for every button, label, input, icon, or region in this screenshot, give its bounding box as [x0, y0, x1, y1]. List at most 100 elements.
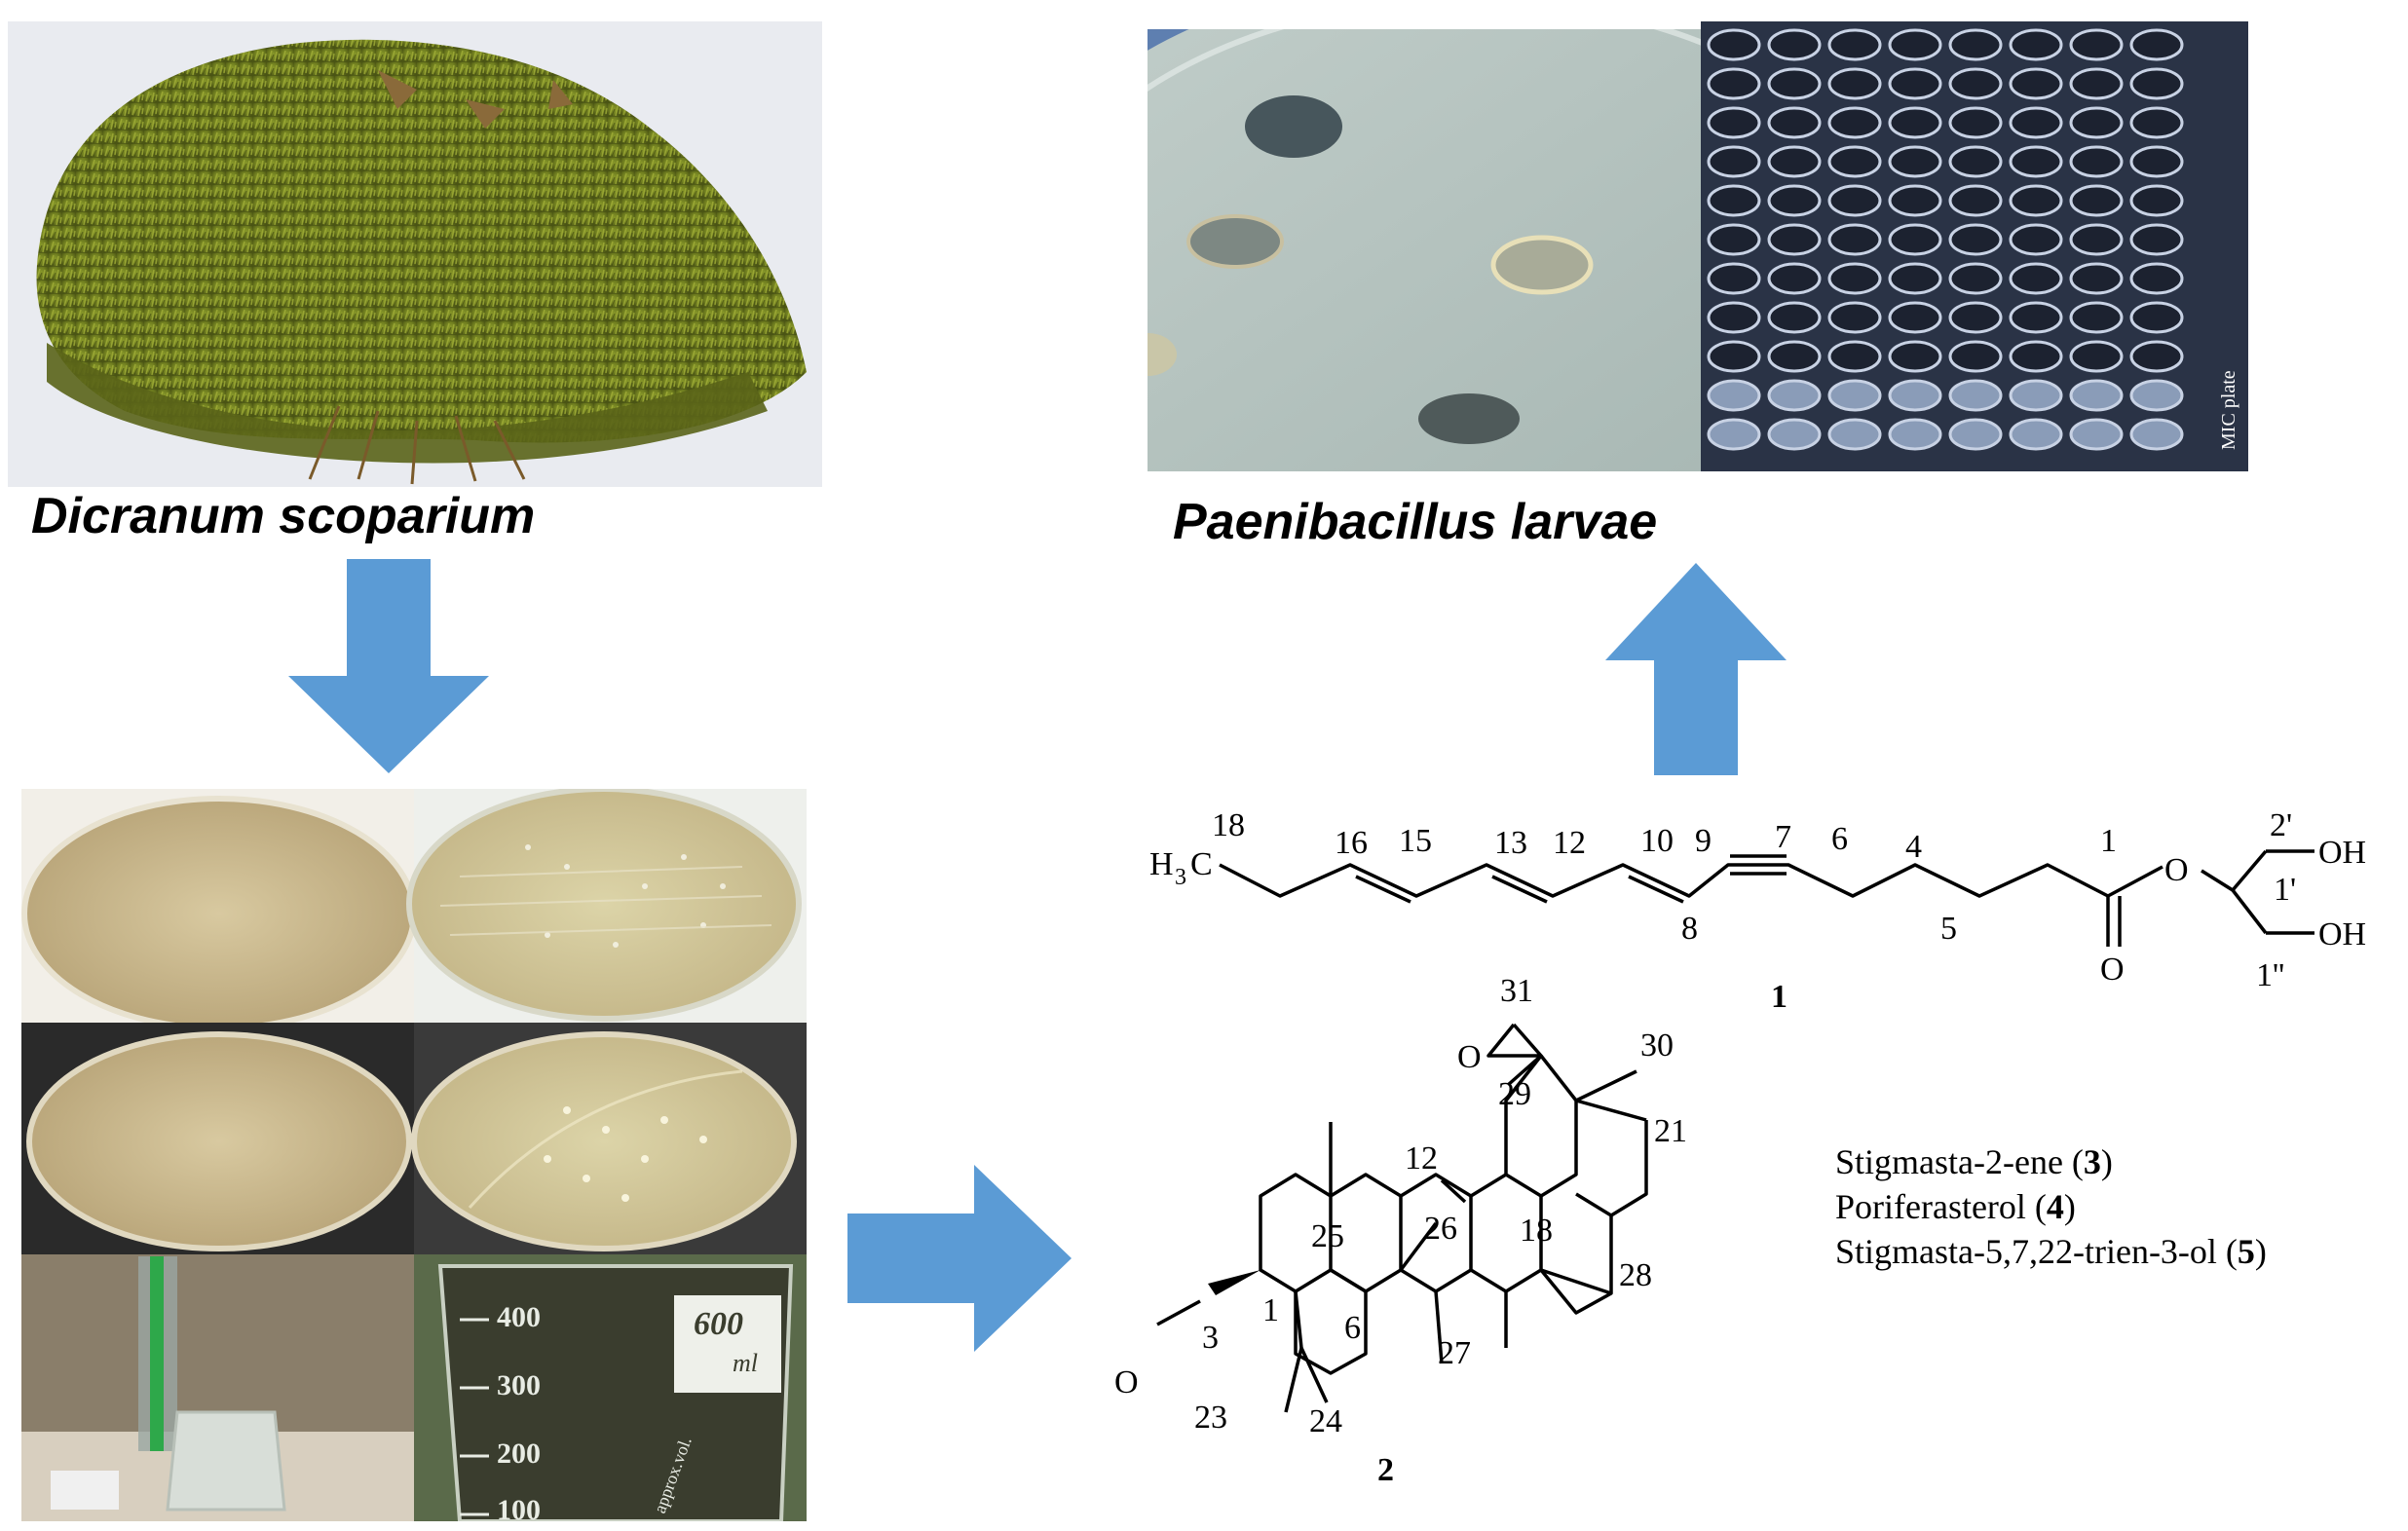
- microplate-well: [2069, 379, 2124, 412]
- beaker-unit: ml: [733, 1349, 758, 1377]
- microplate-well: [2129, 184, 2184, 217]
- microplate-well: [2009, 106, 2063, 139]
- microplate-well: [1888, 379, 1942, 412]
- microplate-well: [1948, 28, 2003, 61]
- c1-carbonyl-oxygen: O: [2100, 952, 2125, 988]
- c1-label-1dprime: 1'': [2256, 957, 2284, 993]
- microplate-well: [1948, 67, 2003, 100]
- c1-label-1: 1: [2100, 823, 2117, 859]
- microplate-well: [2069, 106, 2124, 139]
- right-arrow: [847, 1165, 1072, 1352]
- microplate-well: [1767, 28, 1822, 61]
- microplate-well: [1827, 379, 1882, 412]
- compound-1-number: 1: [1771, 979, 1787, 1015]
- microplate-well: [1888, 28, 1942, 61]
- microplate-well: [1948, 262, 2003, 295]
- microplate-well: [1767, 262, 1822, 295]
- c1-methyl-sub: 3: [1175, 865, 1186, 890]
- c1-label-2prime: 2': [2270, 807, 2292, 843]
- microplate-well: [2129, 262, 2184, 295]
- microplate-well: [2129, 106, 2184, 139]
- microplate-well: [1767, 184, 1822, 217]
- beaker-mark-100: 100: [497, 1494, 541, 1521]
- microplate-well: [1707, 262, 1761, 295]
- c1-label-4: 4: [1905, 829, 1922, 865]
- c2-label-6: 6: [1344, 1310, 1361, 1346]
- microplate-well: [2129, 379, 2184, 412]
- compound-4-entry: Poriferasterol (4): [1835, 1187, 2076, 1226]
- microplate-well: [1948, 340, 2003, 373]
- microplate-well: [2129, 418, 2184, 451]
- microplate-well: [2069, 340, 2124, 373]
- c2-label-31: 31: [1500, 973, 1533, 1009]
- microplate-well: [1948, 184, 2003, 217]
- microplate-well: [1948, 106, 2003, 139]
- microplate-well: [2069, 28, 2124, 61]
- c1-label-8: 8: [1681, 911, 1698, 947]
- microplate-well: [1948, 379, 2003, 412]
- microplate-well: [2069, 145, 2124, 178]
- microplate-well: [2009, 340, 2063, 373]
- microplate-well: [1827, 262, 1882, 295]
- microplate-well: [2069, 67, 2124, 100]
- c2-epoxide-oxygen: O: [1457, 1039, 1482, 1075]
- microplate-well: [1767, 106, 1822, 139]
- c1-methyl-h: H: [1149, 846, 1174, 882]
- microplate-well: [1707, 184, 1761, 217]
- microplate-well: [1707, 418, 1761, 451]
- well-plate-label: MIC plate: [2218, 370, 2239, 450]
- c1-label-9: 9: [1695, 823, 1712, 859]
- microplate-well: [1888, 67, 1942, 100]
- agar-diffusion-photo: [1148, 29, 1701, 471]
- microplate-well: [2009, 67, 2063, 100]
- c2-label-1: 1: [1262, 1292, 1279, 1328]
- microplate-well: [2069, 301, 2124, 334]
- down-arrow: [288, 559, 489, 773]
- moss-caption: Dicranum scoparium: [31, 488, 536, 544]
- microplate-well: [2009, 145, 2063, 178]
- c1-hydroxyl-top: OH: [2318, 835, 2366, 871]
- bacteria-caption: Paenibacillus larvae: [1173, 494, 1658, 550]
- microplate-well: [1707, 379, 1761, 412]
- microplate-well: [1707, 67, 1761, 100]
- compound-2-number: 2: [1377, 1452, 1394, 1488]
- c2-label-25: 25: [1311, 1218, 1344, 1254]
- microplate-well: [1767, 340, 1822, 373]
- beaker-volume: 600: [694, 1306, 743, 1342]
- well-plate-photo: MIC plate: [1701, 21, 2248, 471]
- microplate-well: [2009, 262, 2063, 295]
- c2-label-26: 26: [1424, 1211, 1457, 1247]
- c1-label-1prime: 1': [2274, 872, 2296, 908]
- microplate-well: [1827, 28, 1882, 61]
- microplate-well: [1707, 223, 1761, 256]
- microplate-well: [1827, 67, 1882, 100]
- microplate-well: [1888, 301, 1942, 334]
- c1-ester-oxygen: O: [2164, 852, 2189, 888]
- c1-label-12: 12: [1553, 825, 1586, 861]
- c2-label-12: 12: [1405, 1140, 1438, 1176]
- microplate-well: [1707, 340, 1761, 373]
- microplate-well: [2009, 28, 2063, 61]
- microplate-well: [1827, 418, 1882, 451]
- c1-methyl-c: C: [1190, 846, 1213, 882]
- microplate-well: [2009, 418, 2063, 451]
- microplate-well: [1767, 67, 1822, 100]
- c2-label-18: 18: [1520, 1213, 1553, 1249]
- c1-label-6: 6: [1831, 821, 1848, 857]
- microplate-well: [1948, 145, 2003, 178]
- microplate-well: [1707, 28, 1761, 61]
- microplate-well: [1888, 340, 1942, 373]
- microplate-well: [1888, 106, 1942, 139]
- microplate-well: [2129, 223, 2184, 256]
- microplate-well: [2129, 145, 2184, 178]
- c2-label-30: 30: [1640, 1027, 1674, 1064]
- microplate-well: [2009, 223, 2063, 256]
- c1-label-5: 5: [1940, 911, 1957, 947]
- microplate-well: [2129, 340, 2184, 373]
- c1-label-7: 7: [1775, 819, 1791, 855]
- microplate-well: [2129, 67, 2184, 100]
- c2-label-27: 27: [1438, 1335, 1471, 1371]
- microplate-well: [1888, 145, 1942, 178]
- microplate-well: [2009, 379, 2063, 412]
- microplate-well: [1767, 145, 1822, 178]
